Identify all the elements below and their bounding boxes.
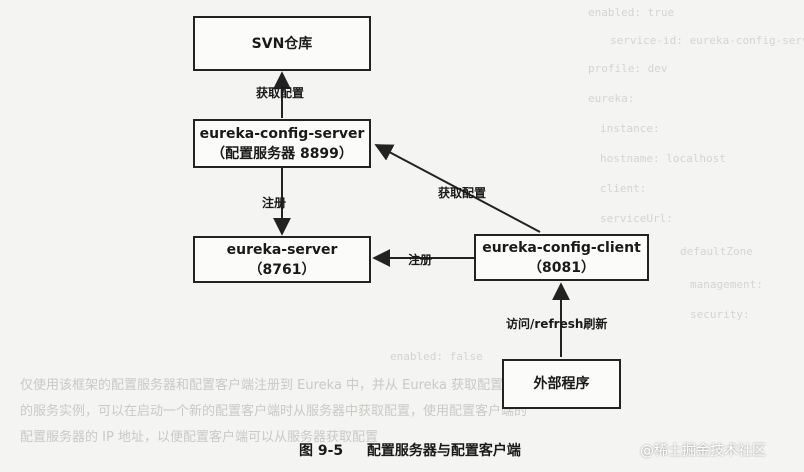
svn-repository-node: SVN仓库 [193,16,371,71]
background-text: defaultZone [680,245,753,258]
edge-label-server-to-svn: 获取配置 [256,86,305,100]
eureka-server-port: （8761） [248,261,316,278]
edge-label-client-to-server: 获取配置 [438,186,487,200]
background-text: 配置服务器的 IP 地址，以便配置客户端可以从服务器获取配置 [20,430,378,445]
external-program-node: 外部程序 [502,359,621,409]
background-text: eureka: [588,92,635,105]
background-text: serviceUrl: [600,212,673,225]
config-server-name: eureka-config-server [199,125,365,142]
background-text: 仅使用该框架的配置服务器和配置客户端注册到 Eureka 中，并从 Eureka… [20,378,582,393]
watermark: @稀土掘金技术社区 [640,443,766,459]
background-text: enabled: true [588,6,675,19]
eureka-config-server-node: eureka-config-server （配置服务器 8899） [193,119,371,168]
background-text: management: [690,278,763,291]
background-text: 的服务实例，可以在启动一个新的配置客户端时从服务器中获取配置，使用配置客户端的 [20,404,528,419]
edge-label-client-register: 注册 [408,253,433,267]
config-client-port: （8081） [528,259,595,276]
svn-repository-label: SVN仓库 [251,35,313,52]
external-program-label: 外部程序 [533,376,590,392]
figure-caption: 图 9-5 配置服务器与配置客户端 [299,440,521,460]
config-server-detail: （配置服务器 8899） [211,145,353,162]
background-text: enabled: false [390,350,483,363]
background-text: client: [600,182,647,195]
arrow-client-to-server [374,144,541,233]
eureka-config-client-node: eureka-config-client （8081） [474,234,649,281]
figure-number: 图 9-5 [299,443,344,459]
background-text: service-id: eureka-config-server [610,34,804,47]
background-text: security: [690,308,750,321]
background-text: profile: dev [588,62,668,75]
edge-label-external-to-client: 访问/refresh刷新 [506,317,608,331]
background-text: instance: [600,122,660,135]
edge-label-server-register: 注册 [262,196,287,210]
eureka-server-name: eureka-server [226,241,338,258]
eureka-server-node: eureka-server （8761） [193,236,371,283]
background-text: hostname: localhost [600,152,726,165]
config-client-name: eureka-config-client [482,239,641,256]
figure-title: 配置服务器与配置客户端 [366,443,521,459]
